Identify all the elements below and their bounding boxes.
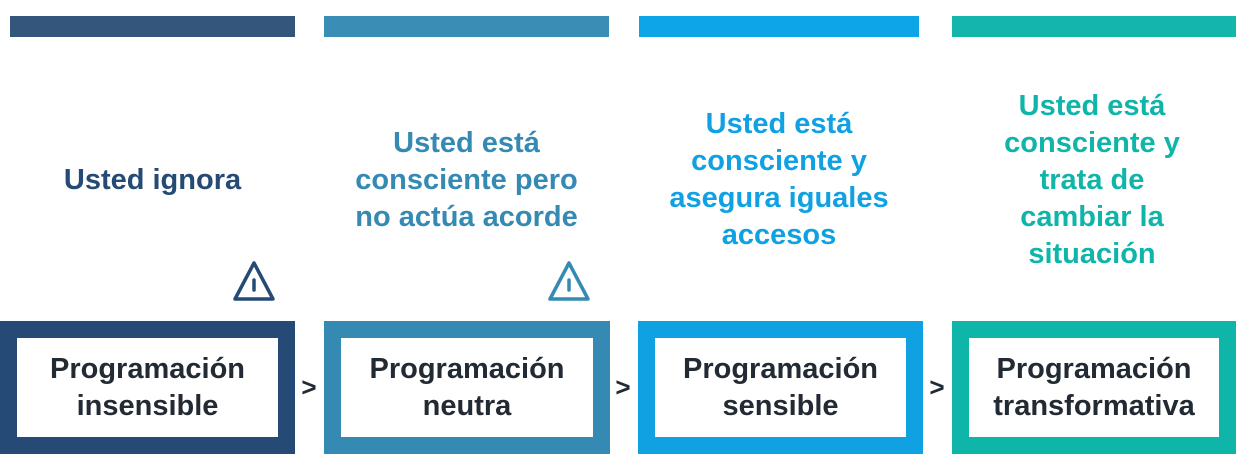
stage-2-box: Programación neutra (324, 321, 610, 454)
stage-3-description: Usted está consciente y asegura iguales … (669, 108, 889, 251)
stage-3-label: Programación sensible (672, 353, 889, 422)
stage-3-arrow: > (929, 372, 945, 402)
stage-3-box: Programación sensible (638, 321, 923, 454)
stage-1-description: Usted ignora (63, 163, 242, 196)
stage-1-box: Programación insensible (0, 321, 295, 454)
stage-4-top-bar (952, 16, 1236, 37)
warning-triangle-icon (548, 261, 590, 301)
stage-1-arrow: > (301, 372, 317, 402)
stage-2-top-bar (324, 16, 609, 37)
stage-4-box: Programación transformativa (952, 321, 1236, 454)
stage-2-label: Programación neutra (358, 353, 576, 422)
stage-4-description: Usted está consciente y trata de cambiar… (1004, 89, 1180, 270)
stage-1-top-bar (10, 16, 295, 37)
stage-2-description: Usted está consciente pero no actúa acor… (355, 126, 578, 233)
stage-4-label: Programación transformativa (986, 353, 1202, 422)
stage-3-top-bar (639, 16, 919, 37)
stage-1-label: Programación insensible (34, 353, 261, 422)
stage-2-arrow: > (615, 372, 631, 402)
warning-triangle-icon (233, 261, 275, 301)
